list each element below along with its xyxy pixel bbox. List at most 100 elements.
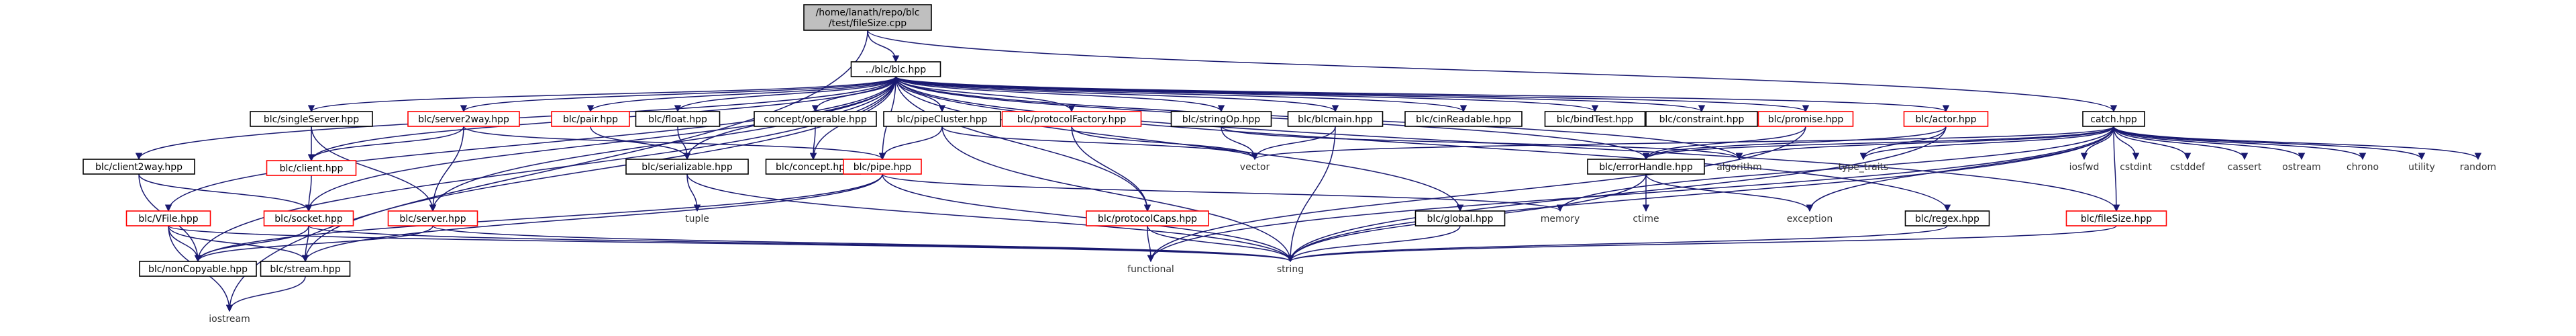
node-cstddef: cstddef (2170, 162, 2206, 173)
node-box-server2way (407, 111, 520, 127)
node-label-actor: blc/actor.hpp (1915, 114, 1976, 125)
node-label-iostream: iostream (209, 314, 250, 325)
edge-catch-to-type_traits (1859, 126, 2114, 161)
node-constraint[interactable]: blc/constraint.hpp (1645, 111, 1758, 127)
node-random: random (2460, 162, 2496, 173)
edge-catch-to-ostream (2113, 126, 2306, 161)
node-label-ctime: ctime (1633, 214, 1659, 224)
node-ctime: ctime (1633, 214, 1659, 224)
node-errorHandle[interactable]: blc/errorHandle.hpp (1587, 159, 1705, 175)
edge-catch-to-fileSize (2112, 126, 2120, 212)
edge-socket-to-nonCopyable (194, 225, 309, 263)
node-promise[interactable]: blc/promise.hpp (1757, 111, 1854, 127)
node-pipe[interactable]: blc/pipe.hpp (843, 159, 922, 175)
node-label-VFile: blc/VFile.hpp (138, 214, 198, 224)
edge-root-to-catch (867, 30, 2117, 113)
node-root[interactable]: /home/lanath/repo/blc/test/fileSize.cpp (803, 4, 932, 31)
node-protocolFactory[interactable]: blc/protocolFactory.hpp (1001, 111, 1142, 127)
edge-catch-to-vector (1251, 126, 2114, 161)
edge-pair-to-serializable (590, 126, 691, 161)
edge-blc-to-stringOp (895, 76, 1225, 113)
node-box-serializable (625, 159, 749, 175)
node-pipeCluster[interactable]: blc/pipeCluster.hpp (883, 111, 1001, 127)
node-box-promise (1757, 111, 1854, 127)
node-server2way[interactable]: blc/server2way.hpp (407, 111, 520, 127)
node-label-concept: blc/concept.hpp (776, 162, 851, 173)
node-label-singleServer: blc/singleServer.hpp (264, 114, 359, 125)
edge-catch-to-memory (1556, 126, 2114, 212)
node-server[interactable]: blc/server.hpp (387, 210, 478, 226)
node-box-client2way (83, 159, 195, 175)
node-protocolCaps[interactable]: blc/protocolCaps.hpp (1086, 210, 1209, 226)
node-box-actor (1903, 111, 1989, 127)
node-label-promise: blc/promise.hpp (1768, 114, 1844, 125)
node-box-stream (260, 261, 351, 277)
node-stream[interactable]: blc/stream.hpp (260, 261, 351, 277)
edge-serializable-to-tuple (686, 173, 701, 212)
node-label-exception: exception (1787, 214, 1833, 224)
edge-errorHandle-to-exception (1645, 173, 1814, 212)
node-concept[interactable]: blc/concept.hpp (765, 159, 862, 175)
node-nonCopyable[interactable]: blc/nonCopyable.hpp (139, 261, 257, 277)
node-pair[interactable]: blc/pair.hpp (551, 111, 630, 127)
node-global[interactable]: blc/global.hpp (1414, 210, 1506, 226)
node-client2way[interactable]: blc/client2way.hpp (83, 159, 195, 175)
edge-regex-to-string (1287, 225, 1948, 263)
node-box-cinReadable (1404, 111, 1523, 127)
node-client[interactable]: blc/client.hpp (266, 160, 357, 176)
node-utility: utility (2408, 162, 2435, 173)
node-conceptOp[interactable]: concept/operable.hpp (754, 111, 877, 127)
node-blcmain[interactable]: blc/blcmain.hpp (1287, 111, 1384, 127)
node-label-nonCopyable: blc/nonCopyable.hpp (148, 264, 248, 275)
edge-protocolFactory-to-protocolCaps (1071, 126, 1151, 212)
node-catch[interactable]: catch.hpp (2082, 111, 2145, 127)
node-label-pair: blc/pair.hpp (563, 114, 618, 125)
edge-blc-to-server2way (460, 76, 896, 113)
edge-blc-to-actor (895, 76, 1949, 113)
node-float[interactable]: blc/float.hpp (635, 111, 721, 127)
node-serializable[interactable]: blc/serializable.hpp (625, 159, 749, 175)
node-label-bindTest: blc/bindTest.hpp (1557, 114, 1634, 125)
node-stringOp[interactable]: blc/stringOp.hpp (1170, 111, 1272, 127)
node-regex[interactable]: blc/regex.hpp (1904, 210, 1990, 226)
node-label-pipeCluster: blc/pipeCluster.hpp (897, 114, 988, 125)
node-socket[interactable]: blc/socket.hpp (263, 210, 354, 226)
edge-actor-to-string (1286, 126, 1947, 263)
node-label-serializable: blc/serializable.hpp (641, 162, 733, 173)
node-tuple: tuple (685, 214, 709, 224)
node-actor[interactable]: blc/actor.hpp (1903, 111, 1989, 127)
edge-blc-to-singleServer (308, 76, 896, 113)
edge-client2way-to-socket (138, 173, 313, 212)
edge-catch-to-chrono (2113, 126, 2367, 161)
node-label-tuple: tuple (685, 214, 709, 224)
node-VFile[interactable]: blc/VFile.hpp (125, 210, 211, 226)
node-fileSize[interactable]: blc/fileSize.hpp (2065, 210, 2167, 226)
edge-blc-to-blcmain (895, 76, 1339, 113)
node-label-catch: catch.hpp (2090, 114, 2137, 125)
node-singleServer[interactable]: blc/singleServer.hpp (250, 111, 373, 127)
node-label-client: blc/client.hpp (280, 163, 344, 174)
edge-promise-to-errorHandle (1642, 126, 1806, 161)
edge-blc-to-constraint (895, 76, 1705, 113)
edge-blc-to-bindTest (895, 76, 1598, 113)
edge-catch-to-algorithm (1735, 126, 2114, 161)
edge-root-to-iostream (225, 30, 868, 312)
edge-singleServer-to-server (311, 126, 437, 212)
node-label-errorHandle: blc/errorHandle.hpp (1599, 162, 1693, 173)
node-label-type_traits: type_traits (1839, 162, 1889, 173)
node-cinReadable[interactable]: blc/cinReadable.hpp (1404, 111, 1523, 127)
node-label-functional: functional (1127, 264, 1174, 275)
node-blc[interactable]: ../blc/blc.hpp (850, 61, 941, 77)
edge-conceptOp-to-concept (809, 126, 817, 161)
edge-socket-to-stream (301, 225, 309, 263)
node-box-blc (850, 61, 941, 77)
node-string: string (1277, 264, 1304, 275)
edge-protocolFactory-to-vector (1071, 126, 1259, 161)
edge-catch-to-cassert (2113, 126, 2249, 161)
node-box-pair (551, 111, 630, 127)
node-bindTest[interactable]: blc/bindTest.hpp (1544, 111, 1646, 127)
node-ostream: ostream (2282, 162, 2321, 173)
edge-catch-to-string (1286, 126, 2114, 263)
edge-server-to-nonCopyable (194, 225, 433, 263)
node-label-socket: blc/socket.hpp (274, 214, 343, 224)
